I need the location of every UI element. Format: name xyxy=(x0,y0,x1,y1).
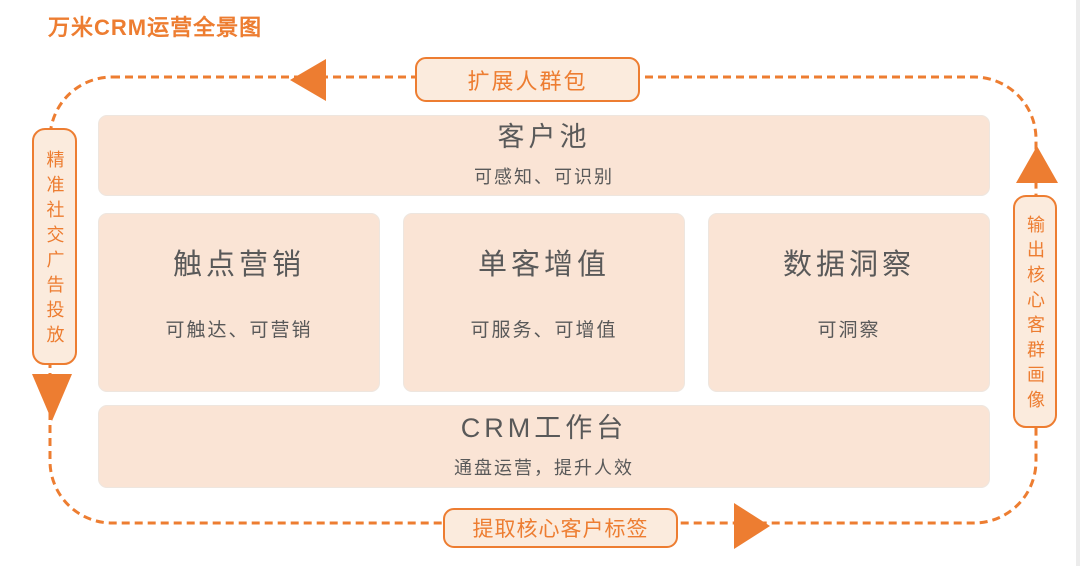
loop-label-extract-tags: 提取核心客户标签 xyxy=(443,508,678,548)
loop-label-right-text: 输出核心客群画像 xyxy=(1025,215,1045,415)
loop-label-expand-audience: 扩展人群包 xyxy=(415,57,640,102)
block-data-insight-title: 数据洞察 xyxy=(782,249,915,282)
block-single-customer-value: 单客增值 可服务、可增值 xyxy=(403,213,685,392)
arrow-right-icon xyxy=(734,503,770,549)
block-crm-workbench-title: CRM工作台 xyxy=(460,413,628,444)
loop-label-output-persona: 输出核心客群画像 xyxy=(1013,195,1057,428)
block-customer-pool-title: 客户池 xyxy=(497,122,591,153)
block-touchpoint-marketing-title: 触点营销 xyxy=(172,249,305,282)
block-single-customer-value-title: 单客增值 xyxy=(477,249,610,282)
page-title: 万米CRM运营全景图 xyxy=(48,15,263,40)
block-customer-pool: 客户池 可感知、可识别 xyxy=(98,115,990,196)
block-touchpoint-marketing-subtitle: 可触达、可营销 xyxy=(165,319,313,341)
block-data-insight-subtitle: 可洞察 xyxy=(817,319,881,341)
block-crm-workbench-subtitle: 通盘运营，提升人效 xyxy=(454,457,634,478)
block-single-customer-value-subtitle: 可服务、可增值 xyxy=(470,319,618,341)
loop-label-bottom-text: 提取核心客户标签 xyxy=(472,518,649,541)
page-edge-strip xyxy=(1076,0,1080,566)
loop-label-social-ads: 精准社交广告投放 xyxy=(32,128,77,365)
loop-label-left-text: 精准社交广告投放 xyxy=(44,150,65,350)
block-customer-pool-subtitle: 可感知、可识别 xyxy=(474,166,614,187)
arrow-down-icon xyxy=(32,374,72,421)
block-data-insight: 数据洞察 可洞察 xyxy=(708,213,990,392)
arrow-left-icon xyxy=(290,59,326,101)
block-crm-workbench: CRM工作台 通盘运营，提升人效 xyxy=(98,405,990,488)
block-touchpoint-marketing: 触点营销 可触达、可营销 xyxy=(98,213,380,392)
arrow-up-icon xyxy=(1016,146,1058,183)
loop-label-top-text: 扩展人群包 xyxy=(467,68,588,94)
